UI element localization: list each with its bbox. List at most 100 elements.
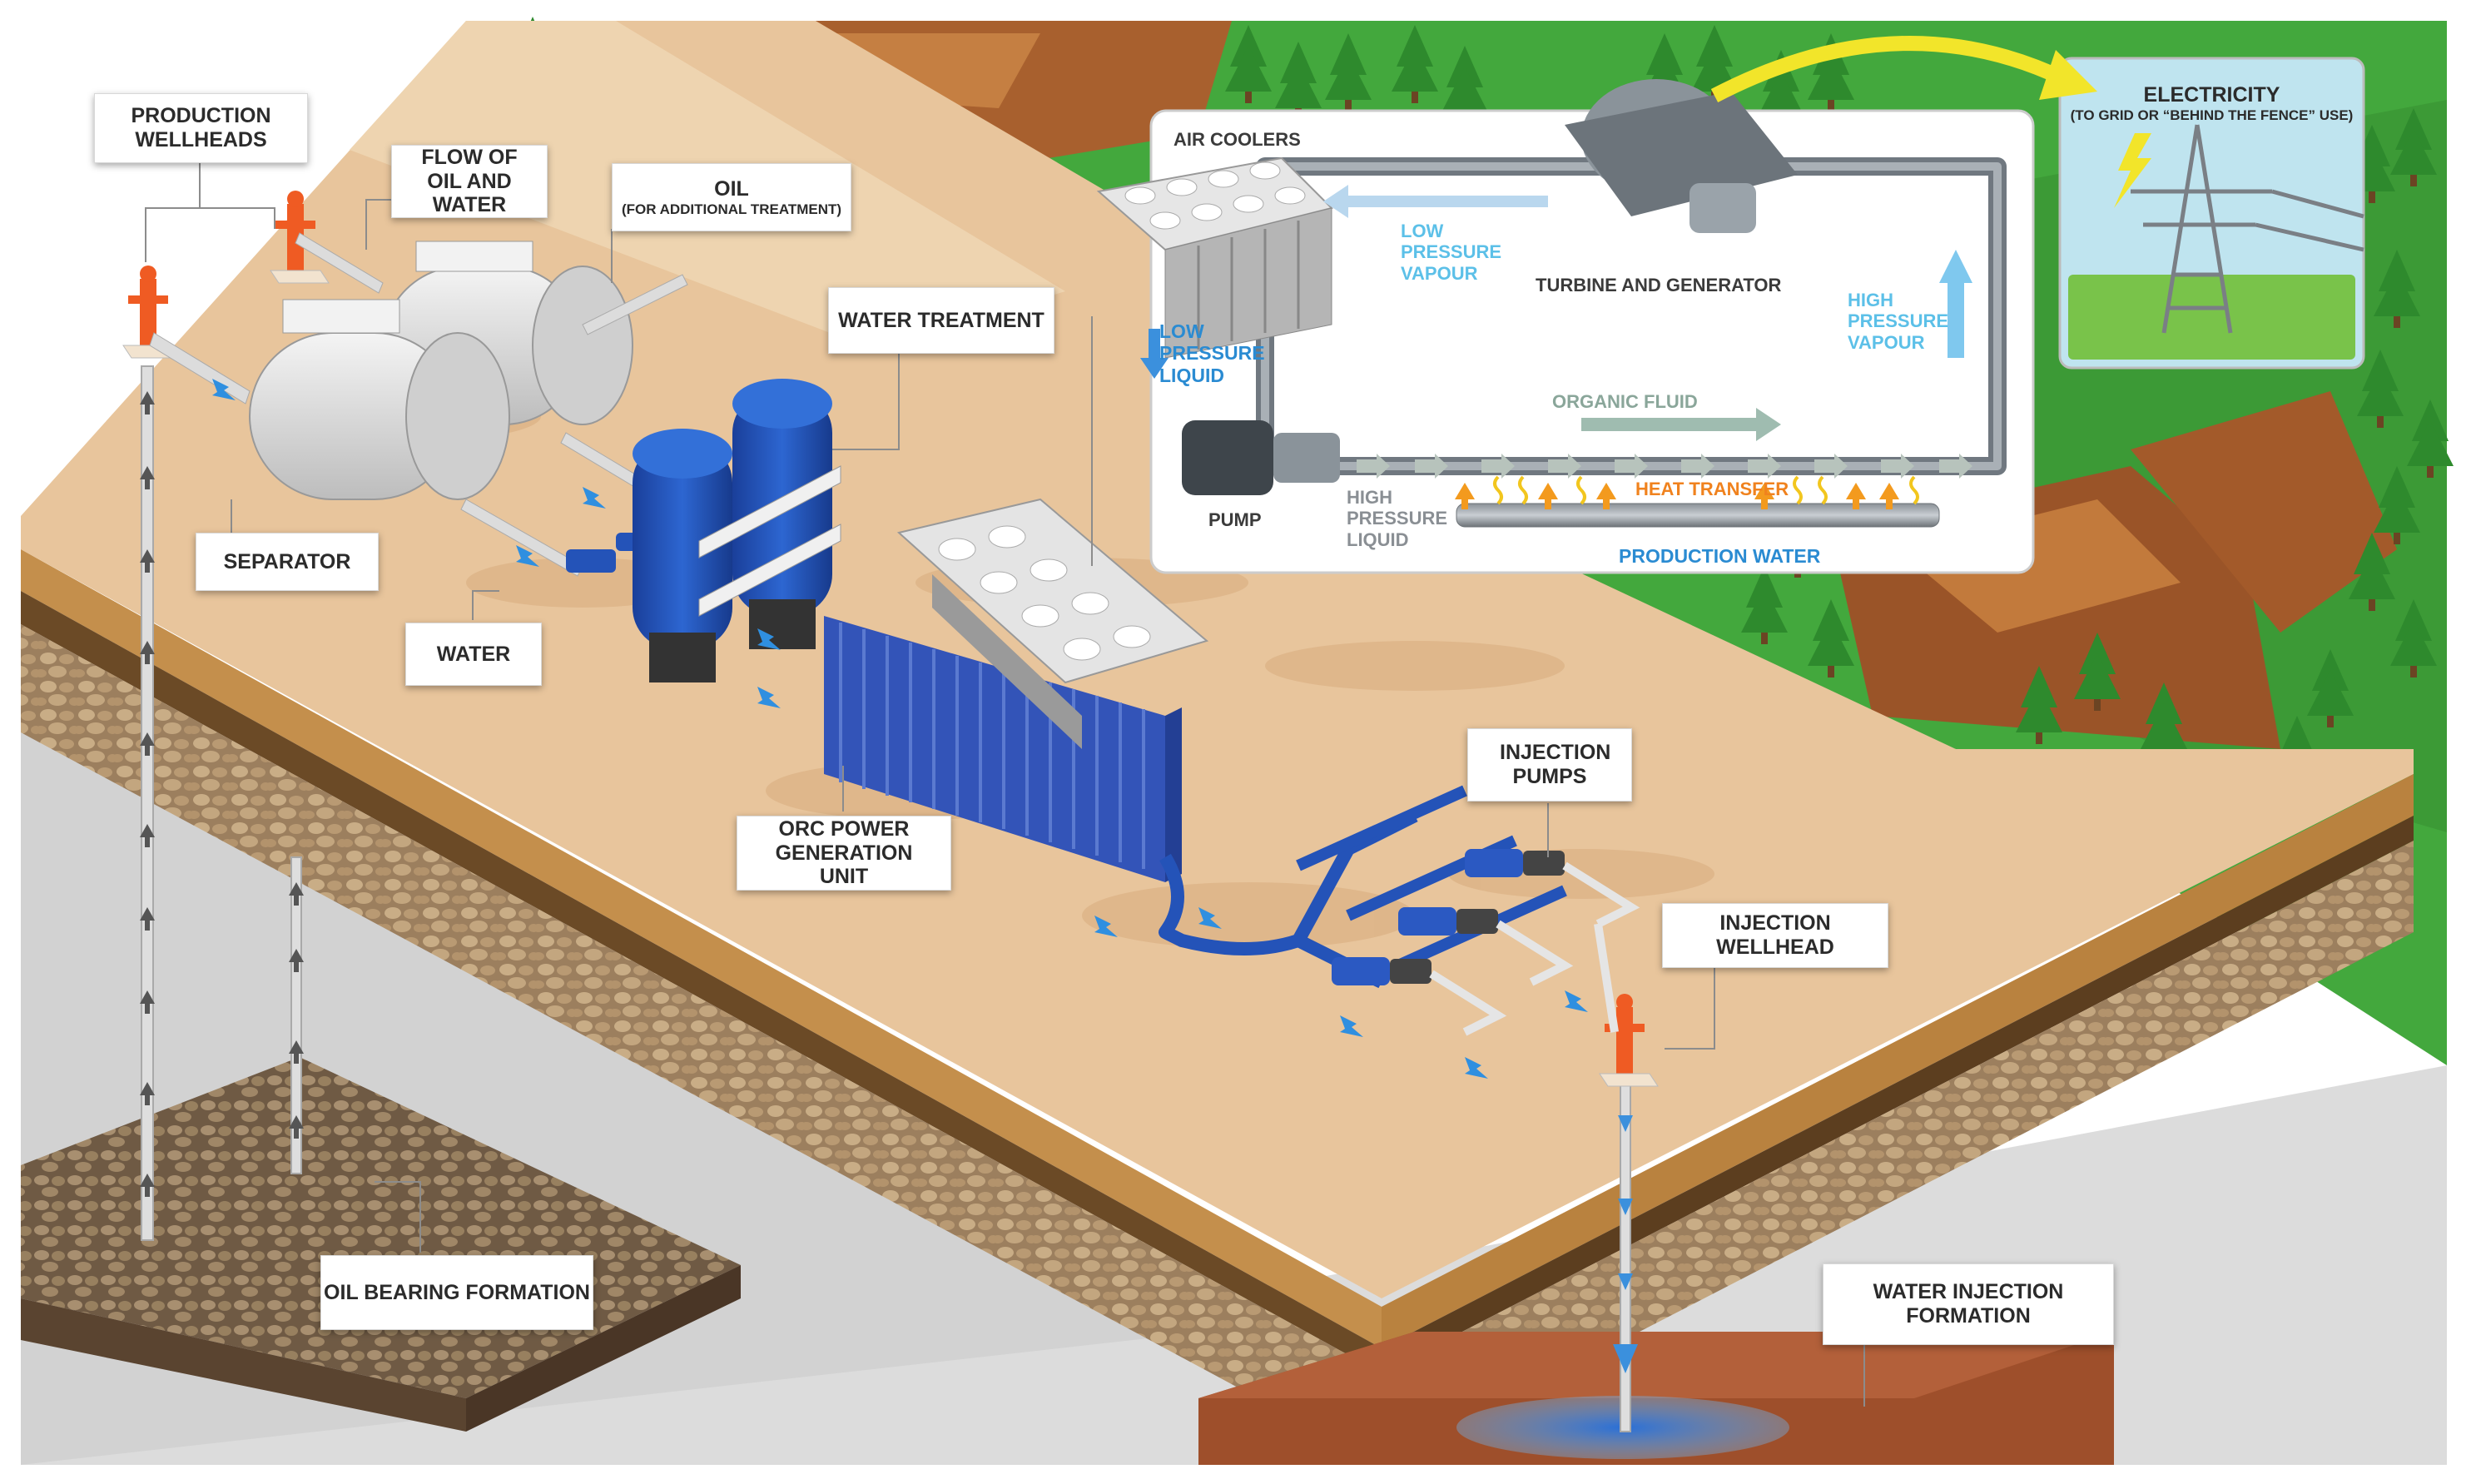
flow-arrow-icon xyxy=(1415,454,1448,479)
up-arrow-icon xyxy=(140,990,155,1014)
cooling-fan-icon xyxy=(1208,170,1239,188)
water-injection-formation-label: WATER INJECTION FORMATION xyxy=(1823,1263,2114,1345)
wellhead-flange xyxy=(128,295,168,304)
cooling-fan-icon xyxy=(1166,178,1198,196)
water-flow-arrow-icon xyxy=(1198,907,1222,929)
cooling-fan-icon xyxy=(1021,604,1059,628)
organic-fluid-label: ORGANIC FLUID xyxy=(1552,391,1698,412)
oil-text: OIL xyxy=(714,176,749,201)
wellhead-flange xyxy=(1605,1024,1645,1032)
low-pressure-vapour-label: LOW PRESSURE VAPOUR xyxy=(1401,221,1502,284)
electricity-subtext: (TO GRID OR “BEHIND THE FENCE” USE) xyxy=(2070,107,2354,123)
flow-oil-water-label: FLOW OF OIL AND WATER xyxy=(391,145,548,218)
pump-label: PUMP xyxy=(1208,509,1262,530)
water-flow-arrow-icon xyxy=(757,687,781,708)
cooling-fan-icon xyxy=(1274,186,1306,205)
pine-tree-icon xyxy=(2390,620,2437,666)
cooling-fan-icon xyxy=(980,571,1018,594)
water-flow-arrow-icon xyxy=(1565,990,1588,1012)
production-wellheads-text: PRODUCTION WELLHEADS xyxy=(131,104,271,151)
production-wellheads-label: PRODUCTION WELLHEADS xyxy=(94,93,308,163)
cooling-fan-icon xyxy=(1124,186,1156,205)
orc-unit-text: ORC POWER GENERATION UNIT xyxy=(775,816,913,889)
cooling-fan-icon xyxy=(1149,211,1181,230)
high-pressure-liquid-label: HIGH PRESSURE LIQUID xyxy=(1347,487,1448,550)
heat-arrow-icon xyxy=(1455,483,1475,509)
cooling-fan-icon xyxy=(1233,195,1264,213)
heat-arrow-icon xyxy=(1754,483,1774,509)
pine-tree-icon xyxy=(2307,670,2354,716)
cooling-fan-icon xyxy=(1063,638,1101,661)
injection-pumps-label: INJECTION PUMPS xyxy=(1467,728,1632,802)
tree-trunk xyxy=(2327,716,2334,727)
production-water-label: PRODUCTION WATER xyxy=(1619,545,1821,567)
wellhead-pad xyxy=(270,270,330,284)
tree-trunk xyxy=(1761,633,1768,644)
heat-arrow-icon xyxy=(1846,483,1866,509)
water-flow-arrow-icon xyxy=(1340,1015,1363,1037)
heat-arrow-icon xyxy=(1879,483,1899,509)
oil-label: OIL (FOR ADDITIONAL TREATMENT) xyxy=(612,163,851,231)
flow-arrow-icon xyxy=(1748,454,1781,479)
pine-tree-icon xyxy=(1441,67,1488,112)
flow-arrow-icon xyxy=(1681,454,1714,479)
water-text: WATER xyxy=(436,642,511,666)
pine-tree-icon xyxy=(2390,129,2437,175)
pine-tree-icon xyxy=(2357,370,2404,416)
tree-trunk xyxy=(1412,92,1418,103)
pine-tree-icon xyxy=(2407,420,2454,466)
separator-label: SEPARATOR xyxy=(196,533,379,591)
wellhead-valve xyxy=(1616,994,1633,1010)
pine-tree-icon xyxy=(2016,687,2062,732)
wellhead-pad xyxy=(1599,1073,1659,1087)
oil-bearing-formation-text: OIL BEARING FORMATION xyxy=(324,1280,590,1304)
pine-tree-icon xyxy=(2374,487,2420,533)
wellhead-valve xyxy=(287,191,304,207)
pine-tree-icon xyxy=(2349,553,2395,599)
heat-arrow-icon xyxy=(1538,483,1558,509)
up-arrow-icon xyxy=(140,1082,155,1105)
water-flow-arrow-icon xyxy=(757,628,781,650)
flow-arrow-icon xyxy=(1548,454,1581,479)
tree-trunk xyxy=(2394,316,2400,328)
water-treatment-label: WATER TREATMENT xyxy=(828,287,1054,354)
heat-wave-icon xyxy=(1793,475,1803,505)
tree-trunk xyxy=(1828,666,1834,677)
up-arrow-icon xyxy=(140,549,155,573)
tree-trunk xyxy=(2377,416,2384,428)
pine-tree-icon xyxy=(2374,270,2420,316)
flow-arrow-icon xyxy=(1814,454,1848,479)
high-pressure-vapour-label: HIGH PRESSURE VAPOUR xyxy=(1848,290,1949,353)
electricity-title: ELECTRICITY (TO GRID OR “BEHIND THE FENC… xyxy=(2064,83,2359,123)
up-arrow-icon xyxy=(140,466,155,489)
cooling-fan-icon xyxy=(1191,203,1223,221)
water-flow-arrow-icon xyxy=(1465,1057,1488,1079)
heat-wave-icon xyxy=(1576,475,1586,505)
pine-tree-icon xyxy=(2141,703,2187,749)
flow-arrow-icon xyxy=(1615,454,1648,479)
up-arrow-icon xyxy=(140,824,155,847)
pine-tree-icon xyxy=(1691,46,1738,92)
flow-arrow-icon xyxy=(1357,454,1390,479)
pine-tree-icon xyxy=(2074,653,2121,699)
up-arrow-icon xyxy=(289,1115,304,1139)
up-arrow-icon xyxy=(289,882,304,906)
pine-tree-icon xyxy=(1225,46,1272,92)
low-pressure-liquid-label: LOW PRESSURE LIQUID xyxy=(1159,320,1265,386)
tree-trunk xyxy=(2094,699,2101,711)
tree-trunk xyxy=(2410,666,2417,677)
pine-tree-icon xyxy=(1808,620,1854,666)
water-flow-arrow-icon xyxy=(516,545,539,567)
tree-trunk xyxy=(1245,92,1252,103)
water-treatment-text: WATER TREATMENT xyxy=(838,308,1044,332)
tree-trunk xyxy=(2036,732,2042,744)
tree-trunk xyxy=(2394,533,2400,544)
pine-tree-icon xyxy=(1758,71,1804,117)
water-flow-arrow-icon xyxy=(583,487,606,509)
tree-trunk xyxy=(2427,466,2434,478)
water-label: WATER xyxy=(405,623,542,686)
separator-text: SEPARATOR xyxy=(223,549,351,573)
water-flow-arrow-icon xyxy=(1094,916,1118,937)
